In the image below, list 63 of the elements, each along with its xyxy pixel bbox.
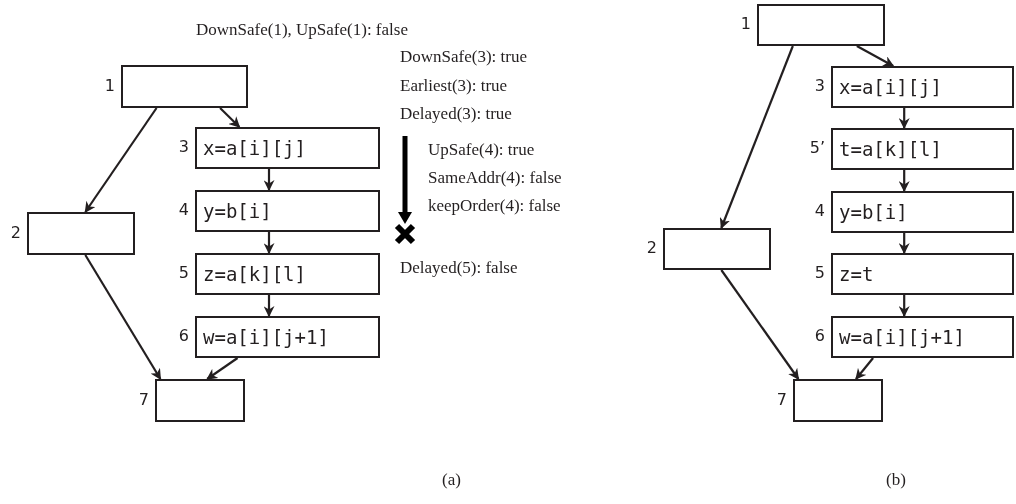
annotation-text: Delayed(3): true [400, 104, 512, 124]
panel-caption: (b) [886, 470, 906, 490]
arrow [898, 170, 910, 193]
flow-box [831, 253, 1014, 295]
code-statement: z=t [839, 263, 874, 285]
block-number: 6 [178, 326, 189, 345]
arrow [263, 232, 275, 255]
block-number: 5’ [809, 138, 825, 157]
code-statement: w=a[i][j+1] [839, 326, 965, 348]
block-number: 3 [814, 76, 825, 95]
annotation-text: DownSafe(3): true [400, 47, 527, 67]
block-number: 1 [104, 75, 115, 95]
block-number: 4 [178, 200, 189, 219]
block-number: 3 [178, 137, 189, 156]
block-number: 1 [740, 14, 751, 33]
flow-box [121, 65, 248, 108]
flow-box [831, 66, 1014, 108]
annotation-text: UpSafe(4): true [428, 140, 535, 160]
flow-box [663, 228, 771, 270]
annotation-text: DownSafe(1), UpSafe(1): false [196, 20, 408, 40]
block-number: 5 [178, 263, 189, 282]
flow-box [27, 212, 135, 255]
code-statement: x=a[i][j] [203, 137, 306, 159]
flow-box [195, 316, 380, 358]
annotation-text: SameAddr(4): false [428, 168, 562, 188]
flow-box [831, 316, 1014, 358]
arrow [263, 295, 275, 318]
annotation-text: Earliest(3): true [400, 76, 508, 96]
block-number: 6 [814, 326, 825, 345]
arrow [219, 107, 241, 128]
block-number: 2 [646, 238, 657, 257]
block-number: 5 [814, 263, 825, 282]
flow-box [831, 128, 1014, 170]
code-statement: w=a[i][j+1] [203, 326, 329, 348]
flow-box [155, 379, 245, 422]
annotation-text: Delayed(5): false [400, 258, 518, 278]
code-statement: y=b[i] [839, 201, 908, 223]
panel-caption: (a) [442, 470, 461, 490]
arrow [84, 107, 158, 213]
code-statement: x=a[i][j] [839, 76, 942, 98]
code-statement: y=b[i] [203, 200, 272, 222]
block-number: 2 [10, 222, 21, 242]
arrow [898, 295, 910, 318]
flow-box [195, 190, 380, 232]
block-number: 4 [814, 201, 825, 220]
flow-box [793, 379, 883, 422]
arrow [898, 108, 910, 130]
flow-box [195, 127, 380, 169]
arrow [719, 45, 794, 229]
arrow [206, 357, 239, 380]
block-number: 7 [138, 389, 149, 409]
arrow [84, 254, 162, 380]
code-statement: z=a[k][l] [203, 263, 306, 285]
flow-box [757, 4, 885, 46]
arrow [898, 233, 910, 255]
arrow [263, 169, 275, 192]
arrow [855, 357, 874, 380]
annotation-text: keepOrder(4): false [428, 196, 561, 216]
arrow [720, 269, 800, 380]
block-number: 7 [776, 389, 787, 409]
code-statement: t=a[k][l] [839, 138, 942, 160]
flow-box [195, 253, 380, 295]
flow-box [831, 191, 1014, 233]
